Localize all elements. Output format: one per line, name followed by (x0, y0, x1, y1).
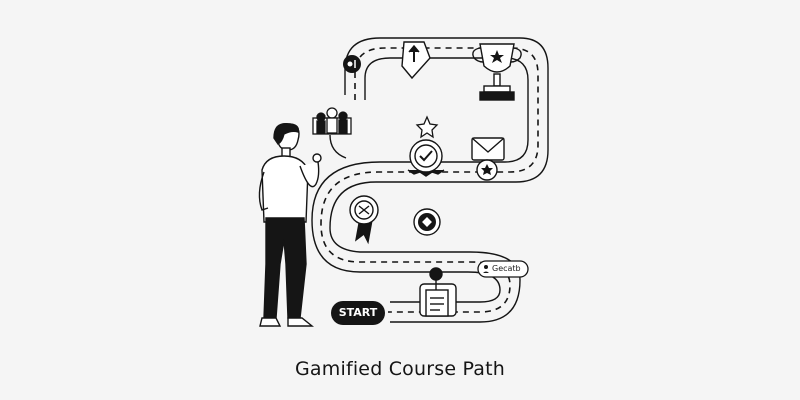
checkmark-badge-icon (407, 139, 445, 177)
arrow-up-icon (401, 41, 431, 80)
start-button-icon (331, 301, 385, 325)
award-ribbon-icon (349, 195, 379, 245)
badge-diamond-icon (413, 208, 441, 236)
caption: Gamified Course Path (294, 358, 506, 380)
star-icon (415, 115, 439, 139)
notification-icon (343, 55, 361, 73)
shield-star-icon (476, 159, 498, 181)
tag-icon (477, 260, 529, 278)
document-icon (419, 267, 457, 317)
start-label: START (338, 306, 378, 319)
path-icon (311, 37, 549, 323)
person-icon (258, 123, 322, 327)
team-icon (312, 107, 352, 135)
milestone-tag-label: Gecatb (492, 264, 521, 273)
trophy-icon (472, 43, 522, 101)
envelope-icon (471, 137, 505, 161)
